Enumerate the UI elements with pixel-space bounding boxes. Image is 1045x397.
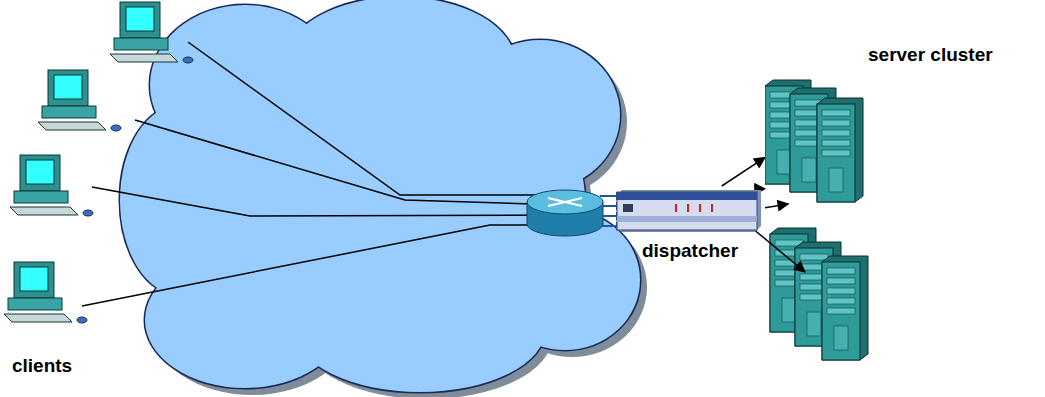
network-cloud bbox=[120, 0, 640, 392]
cloud-outline bbox=[120, 0, 640, 392]
dispatch-arrow bbox=[765, 204, 788, 208]
dispatch-arrow bbox=[722, 157, 765, 186]
server-group bbox=[770, 228, 868, 360]
server-cluster: server cluster bbox=[765, 76, 915, 204]
client-computers bbox=[4, 2, 193, 323]
dispatch-arrow bbox=[752, 228, 805, 272]
group-label: clients bbox=[12, 355, 72, 377]
client-wires bbox=[82, 42, 565, 306]
dispatcher-device: dispatcher bbox=[615, 186, 765, 266]
server-group bbox=[765, 76, 915, 204]
device-label: dispatcher bbox=[615, 234, 765, 262]
cluster-heading: server cluster bbox=[868, 44, 993, 66]
dispatcher-device-shape bbox=[615, 186, 765, 234]
router-symbol bbox=[527, 190, 603, 236]
